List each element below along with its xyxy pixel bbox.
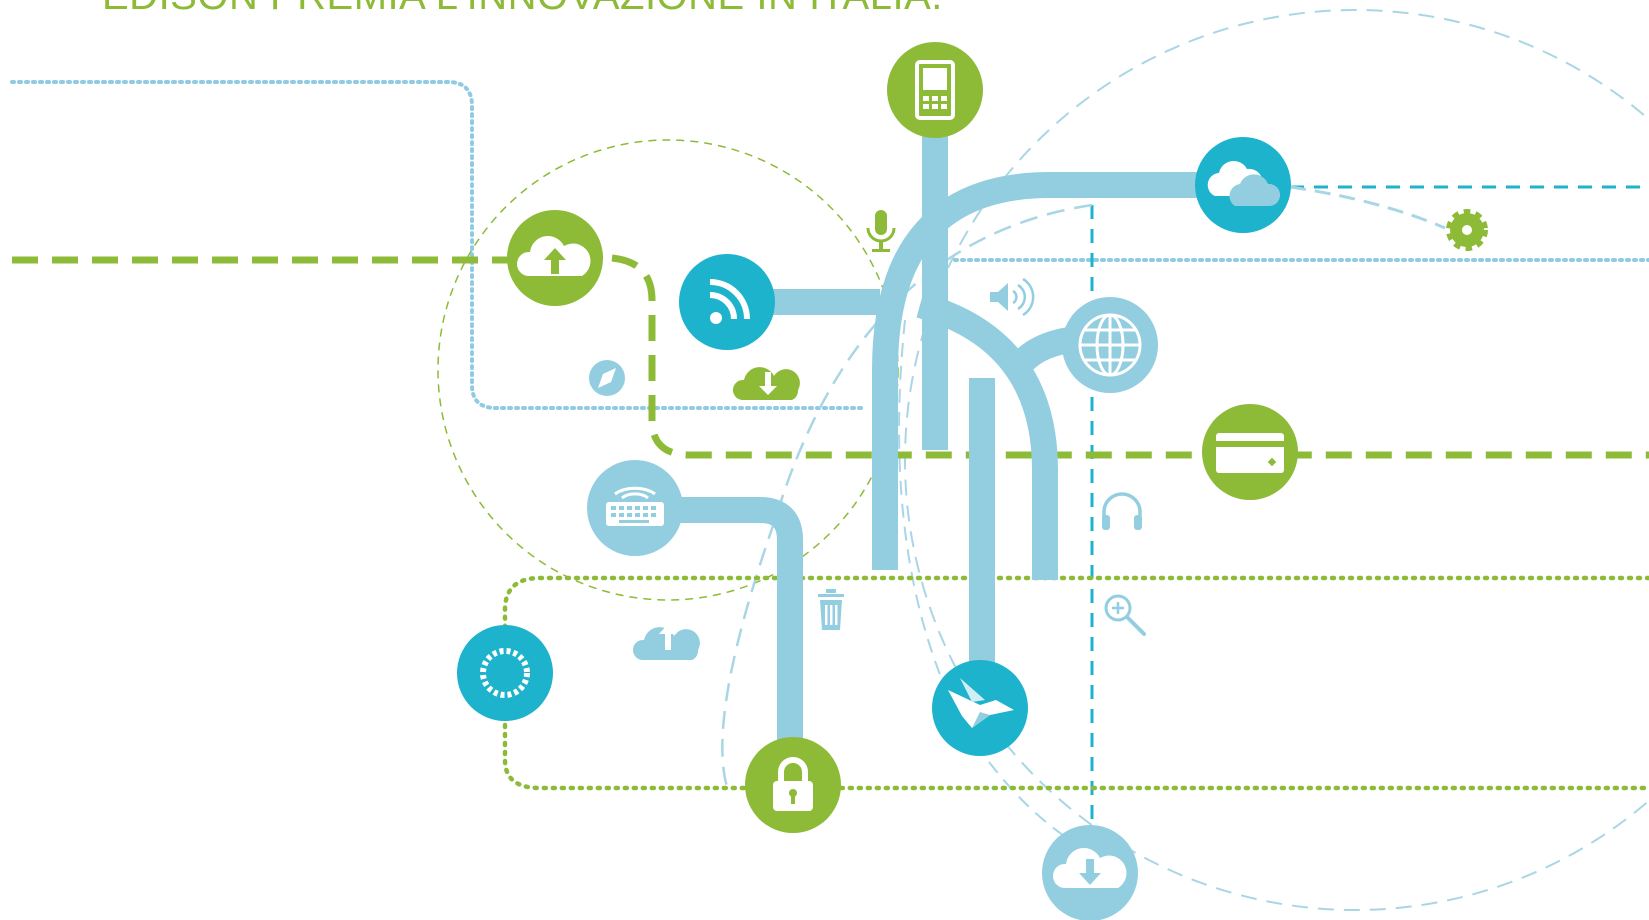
pipe-cloud-arc xyxy=(872,172,1210,570)
cloud-upload-small-icon xyxy=(632,624,700,660)
sun-icon xyxy=(457,625,553,721)
green-dotted-upper xyxy=(502,575,1649,643)
globe-icon xyxy=(1062,297,1158,393)
light-dashed-arc-3 xyxy=(1289,185,1446,230)
pipe-cross-arc xyxy=(916,292,1058,580)
microphone-icon xyxy=(866,210,896,252)
gear-icon xyxy=(1446,209,1488,251)
bird-icon xyxy=(932,660,1028,756)
speaker-icon xyxy=(990,277,1035,317)
credit-card-icon xyxy=(1202,404,1298,500)
pipes xyxy=(680,130,1210,745)
rss-feed-icon xyxy=(679,254,775,350)
mobile-phone-icon xyxy=(887,42,983,138)
padlock-icon xyxy=(745,737,841,833)
pipe-keyboard-lock xyxy=(680,497,803,745)
zoom-in-icon xyxy=(1104,594,1146,636)
cloud-upload-icon xyxy=(507,210,603,306)
cloud-icon xyxy=(1195,137,1291,233)
blue-dotted-path xyxy=(10,80,864,410)
keyboard-icon xyxy=(587,460,683,556)
headphones-icon xyxy=(1102,492,1142,530)
light-dashed-arc-2 xyxy=(898,319,1071,841)
trash-icon xyxy=(818,589,844,630)
cloud-download-icon xyxy=(1042,825,1138,920)
background-lines xyxy=(10,9,1649,911)
compass-icon xyxy=(589,360,625,396)
light-dashed-arc xyxy=(721,203,1093,791)
green-dotted-lower xyxy=(502,722,1649,791)
large-dashed-circle xyxy=(904,9,1649,911)
headline: EDISON PREMIA L'INNOVAZIONE IN ITALIA. xyxy=(102,0,943,19)
green-dashed-main xyxy=(611,254,1649,459)
cloud-download-small-icon xyxy=(732,367,800,400)
